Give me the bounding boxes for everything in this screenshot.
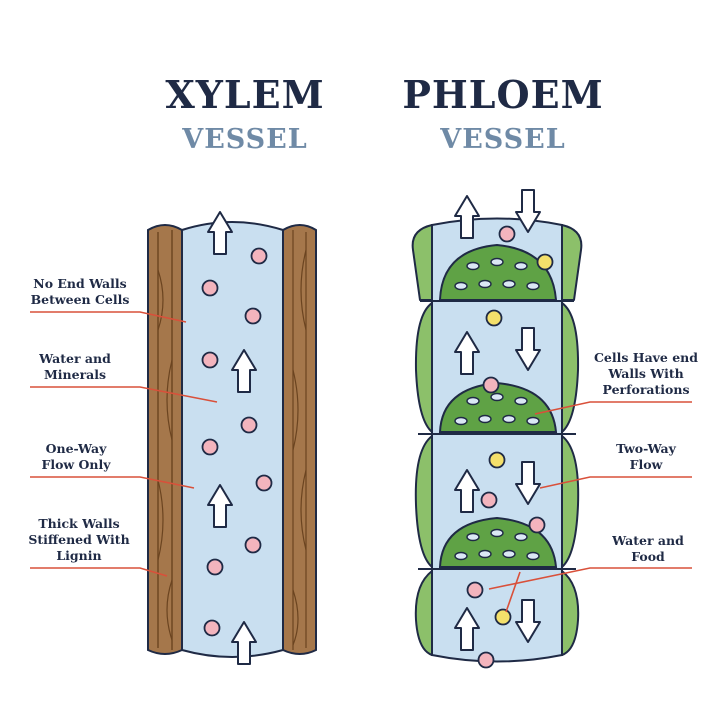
label-one-way-flow: One-Way Flow Only — [41, 441, 111, 472]
mineral-dot — [201, 351, 219, 369]
xylem-left-wall — [147, 224, 183, 655]
food-dot — [485, 309, 503, 327]
mineral-dot — [244, 536, 262, 554]
water-dot — [480, 491, 498, 509]
water-dot — [482, 376, 500, 394]
food-dot — [536, 253, 554, 271]
label-water-food: Water and Food — [612, 533, 684, 564]
sieve-plate — [438, 243, 558, 301]
label-two-way-flow: Two-Way Flow — [616, 441, 676, 472]
leader-water-food — [488, 567, 692, 590]
mineral-dot — [240, 416, 258, 434]
leader-no-end-walls — [30, 311, 187, 323]
mineral-dot — [201, 438, 219, 456]
phloem-leader-lines — [488, 401, 692, 613]
mineral-dot — [244, 307, 262, 325]
water-dot — [477, 651, 495, 669]
label-water-minerals: Water and Minerals — [39, 351, 111, 382]
leader-one-way — [30, 476, 195, 489]
leader-end-walls — [534, 401, 692, 415]
label-thick-walls: Thick Walls Stiffened With Lignin — [28, 516, 130, 563]
leader-water-food-2 — [505, 571, 521, 613]
xylem-vessel — [147, 211, 317, 665]
water-dot — [466, 581, 484, 599]
food-dot — [494, 608, 512, 626]
label-no-end-walls: No End Walls Between Cells — [30, 276, 130, 307]
xylem-leader-lines — [30, 311, 218, 577]
mineral-dot — [201, 279, 219, 297]
xylem-lumen — [181, 221, 284, 658]
xylem-title: XYLEM — [165, 72, 325, 117]
phloem-subtitle: VESSEL — [440, 124, 566, 155]
leader-thick-walls — [30, 567, 168, 577]
mineral-dot — [203, 619, 221, 637]
mineral-dot — [206, 558, 224, 576]
water-dot — [528, 516, 546, 534]
food-dot — [488, 451, 506, 469]
leader-two-way — [539, 476, 692, 489]
mineral-dot — [250, 247, 268, 265]
phloem-title: PHLOEM — [402, 72, 604, 117]
leader-water-minerals — [30, 386, 218, 403]
mineral-dot — [255, 474, 273, 492]
water-dot — [498, 225, 516, 243]
phloem-vessel — [411, 189, 583, 669]
sieve-plate — [438, 516, 558, 568]
xylem-subtitle: VESSEL — [182, 124, 308, 155]
xylem-right-wall — [282, 224, 317, 655]
label-end-walls: Cells Have end Walls With Perforations — [593, 350, 699, 397]
